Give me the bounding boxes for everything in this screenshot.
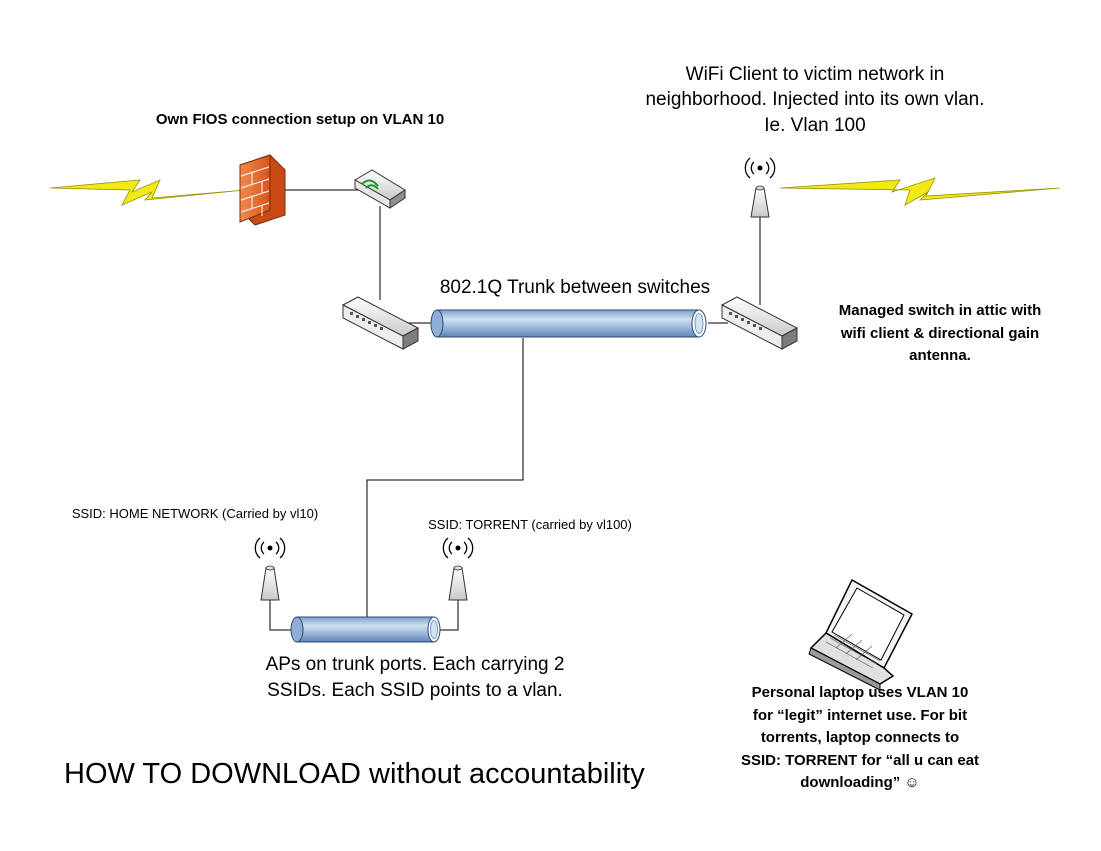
laptop-line: downloading” ☺ bbox=[800, 774, 920, 791]
fios-connection-label: Own FIOS connection setup on VLAN 10 bbox=[110, 110, 490, 130]
aps-line: APs on trunk ports. Each carrying 2 bbox=[265, 654, 565, 675]
wifi-client-line: neighborhood. Injected into its own vlan… bbox=[645, 89, 985, 111]
laptop-line: Personal laptop uses VLAN 10 bbox=[751, 684, 969, 701]
aps-label: APs on trunk ports. Each carrying 2 SSID… bbox=[230, 652, 600, 703]
attic-switch-line: wifi client & directional gain bbox=[840, 324, 1040, 342]
wifi-client-label: WiFi Client to victim network in neighbo… bbox=[600, 62, 1030, 138]
ssid-torrent-text: SSID: TORRENT (carried by vl100) bbox=[428, 517, 632, 532]
switch-icon bbox=[341, 296, 420, 350]
ssid-home-label: SSID: HOME NETWORK (Carried by vl10) bbox=[30, 506, 360, 523]
antenna-icon bbox=[442, 537, 474, 601]
attic-switch-line: antenna. bbox=[909, 347, 971, 364]
laptop-label: Personal laptop uses VLAN 10 for “legit”… bbox=[700, 682, 1020, 795]
ssid-home-text: SSID: HOME NETWORK (Carried by vl10) bbox=[71, 506, 319, 521]
attic-switch-label: Managed switch in attic with wifi client… bbox=[790, 300, 1090, 368]
ssid-torrent-label: SSID: TORRENT (carried by vl100) bbox=[400, 517, 660, 534]
antenna-icon bbox=[254, 537, 286, 601]
laptop-line: torrents, laptop connects to bbox=[760, 729, 960, 746]
modem-icon bbox=[354, 169, 406, 209]
trunk-label-text: 802.1Q Trunk between switches bbox=[439, 277, 711, 298]
laptop-icon bbox=[808, 578, 913, 691]
lightning-bolt-icon bbox=[779, 177, 1061, 206]
firewall-icon bbox=[239, 154, 286, 226]
laptop-line: for “legit” internet use. For bit bbox=[752, 706, 968, 724]
lightning-bolt-icon bbox=[49, 179, 246, 206]
attic-switch-line: Managed switch in attic with bbox=[838, 302, 1042, 319]
trunk-pipe-icon bbox=[430, 309, 707, 338]
trunk-pipe-icon bbox=[290, 616, 441, 643]
trunk-label: 802.1Q Trunk between switches bbox=[390, 276, 760, 301]
diagram-title: HOW TO DOWNLOAD without accountability bbox=[50, 756, 704, 794]
connection-lines bbox=[269, 189, 761, 631]
switch-icon bbox=[720, 296, 799, 350]
diagram-title-text: HOW TO DOWNLOAD without accountability bbox=[64, 758, 645, 790]
wifi-client-line: WiFi Client to victim network in bbox=[685, 64, 945, 85]
wifi-client-line: Ie. Vlan 100 bbox=[764, 114, 866, 136]
laptop-line: SSID: TORRENT for “all u can eat bbox=[740, 751, 980, 769]
fios-label-text: Own FIOS connection setup on VLAN 10 bbox=[155, 111, 445, 128]
antenna-icon bbox=[744, 157, 776, 218]
aps-line: SSIDs. Each SSID points to a vlan. bbox=[267, 679, 563, 701]
